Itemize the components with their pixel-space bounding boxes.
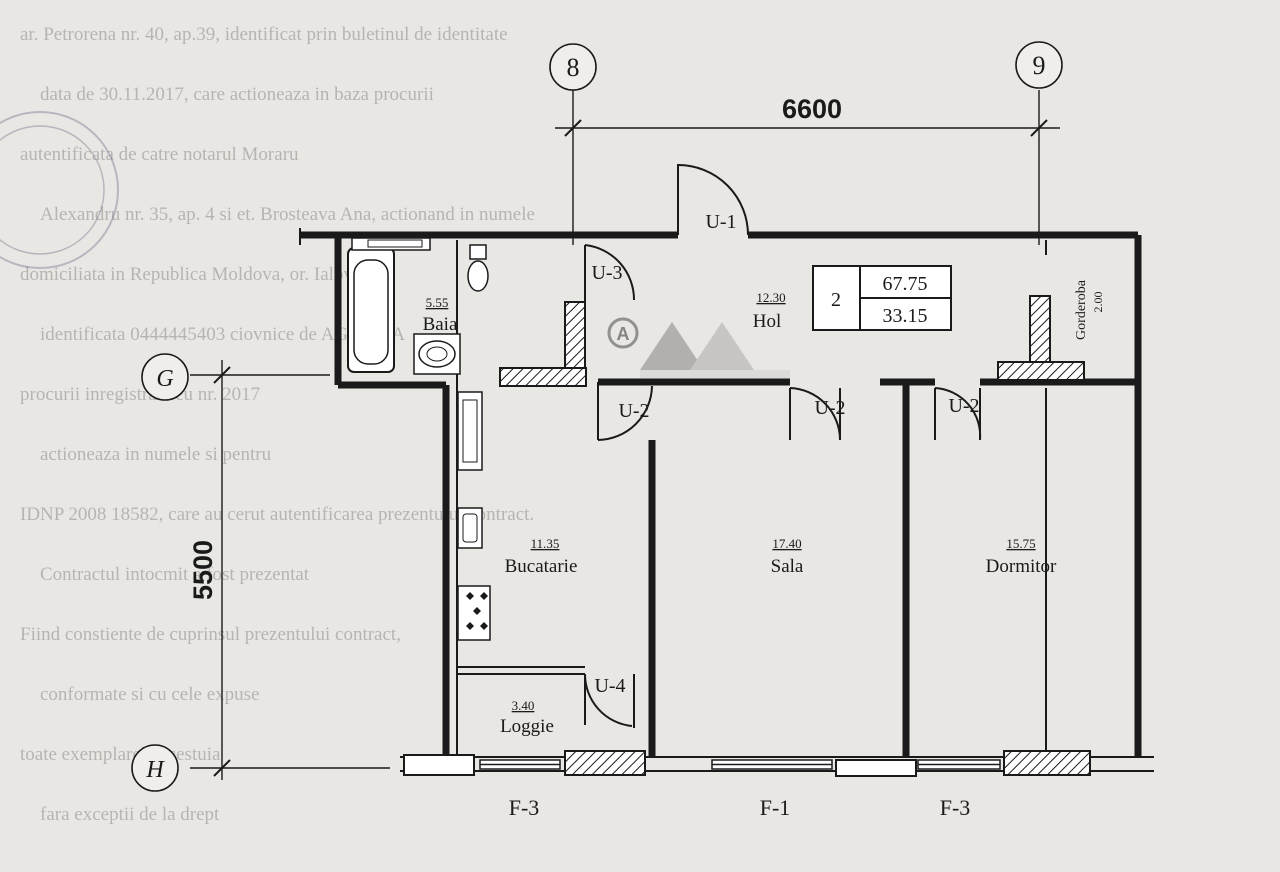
background-text-line: domiciliata in Republica Moldova, or. Ia…: [20, 264, 376, 285]
bucatarie-area: 11.35: [531, 536, 560, 551]
background-text-line: data de 30.11.2017, care actioneaza in b…: [40, 84, 434, 105]
total-area: 67.75: [883, 273, 928, 295]
background-text-line: actioneaza in numele si pentru: [40, 444, 272, 465]
window-label-f3-right: F-3: [940, 795, 971, 820]
watermark-letter: A: [617, 324, 630, 344]
background-text-line: toate exemplarele acestuia: [20, 744, 221, 765]
towel-rail-icon: [351, 237, 431, 251]
facade-windows: [479, 759, 1001, 777]
interior-walls: [456, 240, 1138, 760]
dimension-width: 6600: [782, 94, 842, 124]
door-u2-hall: [597, 382, 653, 441]
bathtub-icon: [347, 247, 395, 373]
axis-label-8: 8: [567, 53, 580, 82]
background-text-line: conformate si cu cele expuse: [40, 684, 259, 705]
window-label-f1: F-1: [760, 795, 791, 820]
area-summary-table: 2 67.75 33.15: [812, 265, 952, 331]
background-text-line: ar. Petrorena nr. 40, ap.39, identificat…: [20, 24, 508, 45]
living-area: 33.15: [883, 305, 928, 327]
dormitor-area: 15.75: [1006, 536, 1035, 551]
door-label-u4: U-4: [594, 675, 625, 697]
axis-label-h: H: [145, 757, 165, 783]
door-label-u3: U-3: [591, 262, 622, 284]
dimension-height: 5500: [188, 540, 218, 600]
background-text-line: fara exceptii de la drept: [40, 804, 220, 825]
hol-area: 12.30: [756, 290, 785, 305]
background-text-line: IDNP 2008 18582, care au cerut autentifi…: [20, 504, 534, 525]
kitchen-counter-icon: [457, 391, 483, 471]
axis-label-9: 9: [1033, 51, 1046, 80]
door-u4: [583, 673, 635, 728]
watermark-logo-icon: A: [607, 317, 790, 378]
door-label-u2-dorm: U-2: [948, 395, 979, 417]
background-text-line: Contractul intocmit a fost prezentat: [40, 564, 310, 585]
washbasin-icon: [413, 333, 461, 375]
loggie-area: 3.40: [512, 698, 535, 713]
background-text-line: procurii inregistrate cu nr. 2017: [20, 384, 260, 405]
door-u1: [677, 163, 749, 236]
notary-stamp-icon: [0, 111, 119, 269]
exterior-walls: [299, 228, 1154, 772]
stove-icon: [457, 585, 491, 641]
dormitor-name: Dormitor: [986, 556, 1057, 577]
structural-columns: [403, 295, 1091, 776]
axis-lines: [190, 90, 1060, 780]
sala-name: Sala: [771, 556, 804, 577]
door-u2-dorm: [934, 387, 982, 441]
background-text-line: Alexandru nr. 35, ap. 4 si et. Brosteava…: [40, 204, 535, 225]
door-u3: [584, 244, 636, 302]
axis-label-g: G: [156, 366, 173, 392]
gorderoba-area: 2.00: [1091, 292, 1105, 313]
hol-name: Hol: [753, 311, 782, 332]
rooms-count: 2: [831, 289, 841, 311]
background-text-line: Fiind constiente de cuprinsul prezentulu…: [20, 624, 401, 645]
background-text-line: identificata 0444445403 ciovnice de AGEN…: [40, 324, 405, 345]
axis-marker-8: 8: [549, 43, 597, 91]
background-contract-text: ar. Petrorena nr. 40, ap.39, identificat…: [20, 24, 535, 825]
axis-marker-h: H: [131, 744, 179, 792]
toilet-icon: [467, 244, 489, 292]
bucatarie-name: Bucatarie: [505, 556, 578, 577]
baia-name: Baia: [423, 314, 458, 335]
door-u2-sala: [789, 387, 841, 441]
window-label-f3-left: F-3: [509, 795, 540, 820]
loggie-name: Loggie: [500, 716, 554, 737]
sala-area: 17.40: [772, 536, 801, 551]
door-label-u2-sala: U-2: [814, 397, 845, 419]
door-label-u2-hall: U-2: [618, 400, 649, 422]
door-label-u1: U-1: [705, 211, 736, 233]
baia-area: 5.55: [426, 295, 449, 310]
background-text-line: autentificata de catre notarul Moraru: [20, 144, 299, 165]
kitchen-sink-icon: [457, 507, 483, 549]
axis-marker-9: 9: [1015, 41, 1063, 89]
axis-marker-g: G: [141, 353, 189, 401]
gorderoba-name: Gorderoba: [1074, 279, 1089, 340]
